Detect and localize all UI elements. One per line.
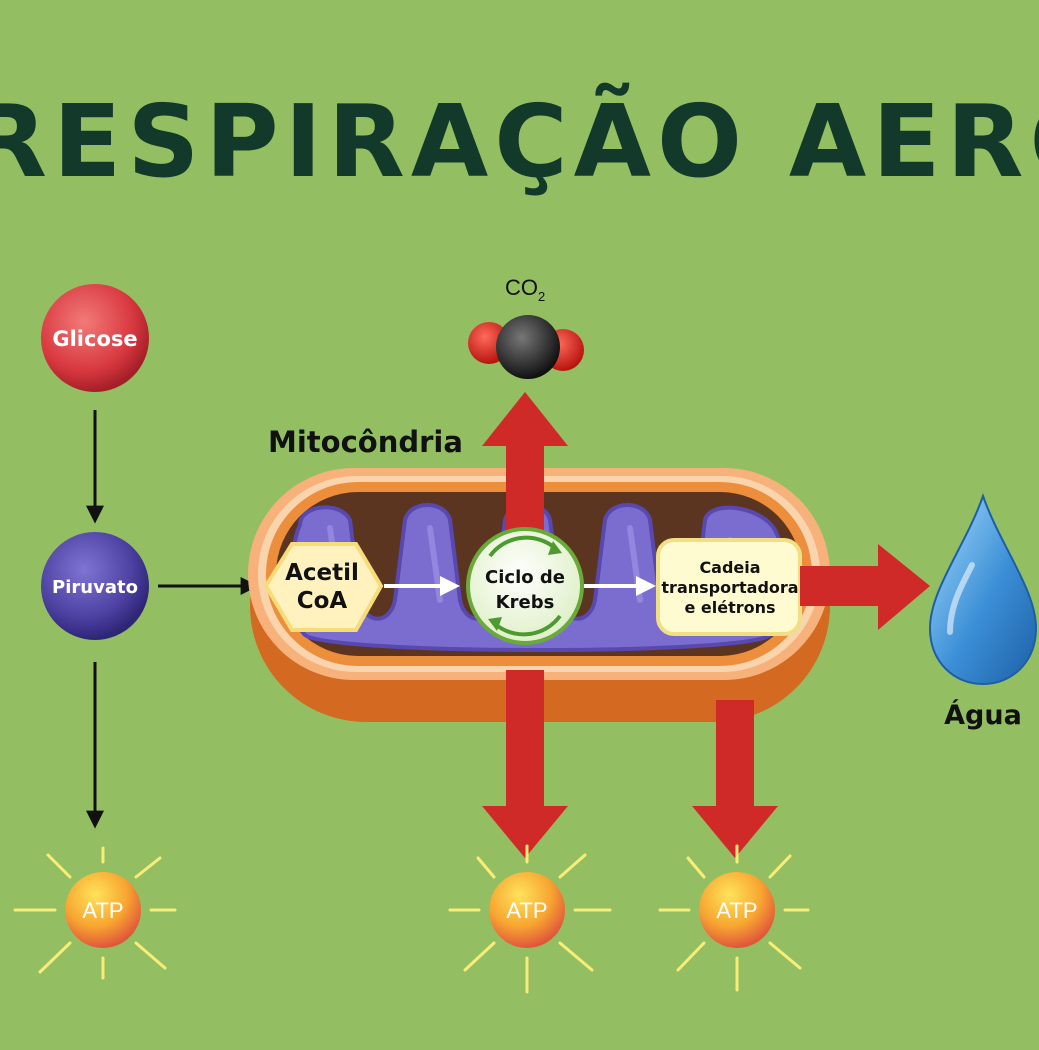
glicose-node: Glicose — [41, 284, 149, 392]
cadeia-label-line3: e elétrons — [684, 598, 775, 617]
arrow-cadeia-to-agua — [800, 544, 930, 630]
arrow-krebs-to-atp — [482, 670, 568, 858]
water-drop-icon — [928, 492, 1038, 686]
acetil-label-line1: Acetil — [285, 560, 359, 586]
co2-molecule-icon — [468, 315, 584, 379]
atp-left-label: ATP — [82, 898, 123, 923]
atp-middle-label: ATP — [506, 898, 547, 923]
atp-right-label: ATP — [716, 898, 757, 923]
page-title: RESPIRAÇÃO AERÓBICA — [0, 83, 1039, 200]
piruvato-node: Piruvato — [41, 532, 149, 640]
electron-transport-chain-node: Cadeia transportadora e elétrons — [656, 538, 802, 636]
atp-left: ATP — [13, 846, 177, 980]
acetil-label-line2: CoA — [297, 588, 348, 614]
krebs-cycle-node: Ciclo de Krebs — [466, 527, 584, 645]
cadeia-label-line1: Cadeia — [699, 558, 760, 577]
glicose-label: Glicose — [52, 327, 137, 351]
co2-label: CO2 — [505, 275, 545, 304]
atp-middle: ATP — [448, 844, 612, 994]
agua-label: Água — [944, 699, 1022, 731]
atp-right: ATP — [658, 844, 810, 992]
piruvato-label: Piruvato — [52, 577, 138, 598]
arrow-cadeia-to-atp — [692, 700, 778, 858]
mitocondria-label: Mitocôndria — [268, 425, 463, 459]
krebs-label-line1: Ciclo de — [485, 567, 565, 588]
krebs-label-line2: Krebs — [496, 592, 555, 613]
acetil-coa-node: Acetil CoA — [263, 542, 384, 632]
cadeia-label-line2: transportadora — [661, 578, 798, 597]
